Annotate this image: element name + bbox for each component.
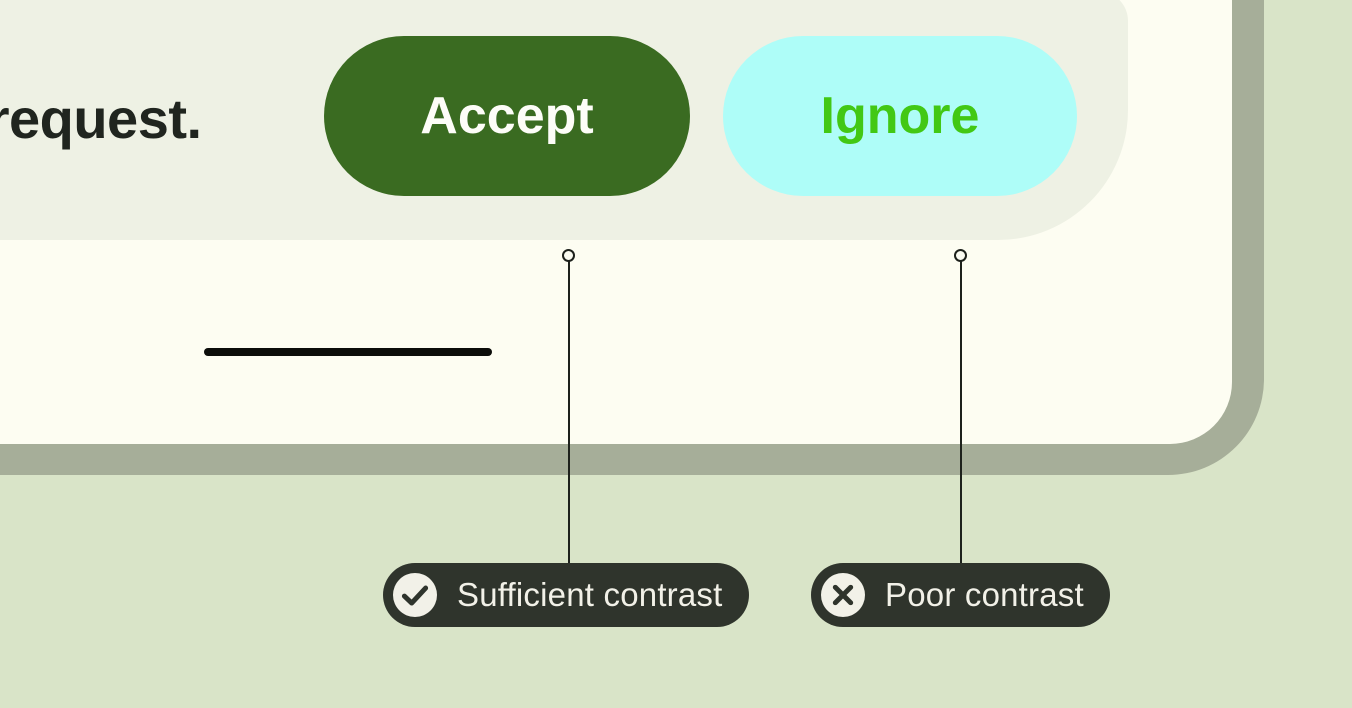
device-screen: a request. Accept Ignore	[0, 0, 1232, 444]
annotation-label: Sufficient contrast	[457, 576, 723, 613]
leader-line-ignore	[959, 261, 962, 563]
dialog-text-fragment: a request.	[0, 87, 202, 150]
annotation-poor-contrast: Poor contrast	[811, 563, 1110, 627]
annotation-sufficient-contrast: Sufficient contrast	[383, 563, 749, 627]
anchor-dot-accept	[562, 249, 575, 262]
leader-line-accept	[567, 261, 570, 563]
accept-button[interactable]: Accept	[324, 36, 690, 196]
check-icon	[393, 573, 437, 617]
anchor-dot-ignore	[954, 249, 967, 262]
home-indicator-bar	[204, 348, 492, 356]
annotation-label: Poor contrast	[885, 576, 1084, 613]
ignore-button[interactable]: Ignore	[723, 36, 1077, 196]
x-icon	[821, 573, 865, 617]
